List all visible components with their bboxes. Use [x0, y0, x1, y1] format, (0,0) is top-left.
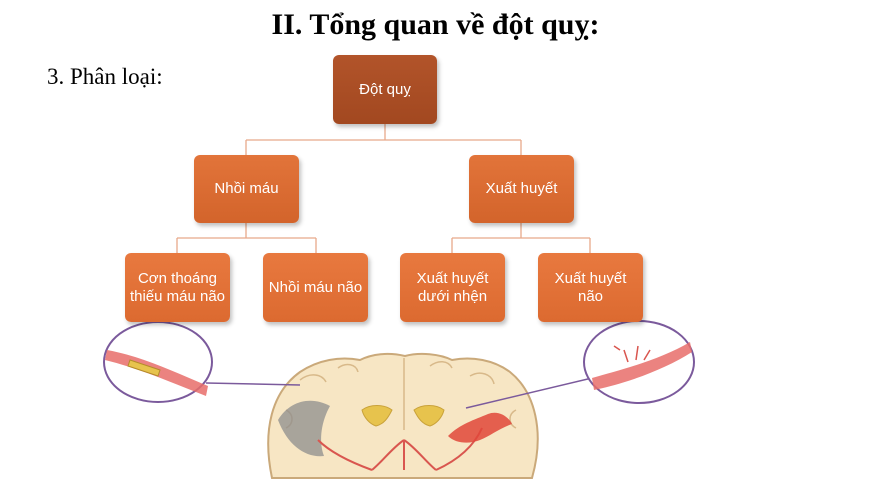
node-ischemic: Nhồi máu [194, 155, 299, 223]
node-cerebral-infarction-label: Nhồi máu não [268, 278, 363, 296]
node-subarachnoid-hemorrhage: Xuất huyết dưới nhện [400, 253, 505, 322]
connector-root [245, 124, 522, 155]
connector-right [451, 222, 591, 253]
node-hemorrhagic-label: Xuất huyết [485, 180, 558, 197]
node-stroke: Đột quỵ [333, 55, 437, 124]
arteries [317, 427, 483, 471]
node-hemorrhagic: Xuất huyết [469, 155, 574, 223]
tree-connectors [176, 124, 591, 253]
rupture-marks [613, 345, 651, 363]
node-ischemic-label: Nhồi máu [214, 180, 279, 197]
connector-left [176, 222, 317, 253]
slide-subtitle: 3. Phân loại: [47, 64, 163, 89]
node-subarachnoid-hemorrhage-label: Xuất huyết dưới nhện [416, 269, 489, 305]
ischemic-region [278, 400, 330, 457]
slide-title: II. Tổng quan về đột quỵ: [271, 8, 600, 41]
ventricle [361, 405, 445, 427]
node-tia-label: Cơn thoáng thiếu máu não [129, 269, 226, 305]
vessel-right [592, 342, 692, 390]
brain-illustration [267, 352, 539, 479]
node-intracerebral-hemorrhage-label: Xuất huyết não [554, 269, 627, 305]
clot [127, 359, 161, 377]
node-intracerebral-hemorrhage: Xuất huyết não [538, 253, 643, 322]
magnifier-left [103, 321, 301, 403]
node-stroke-label: Đột quỵ [359, 80, 411, 98]
node-tia: Cơn thoáng thiếu máu não [125, 253, 230, 322]
magnifier-right [465, 320, 695, 409]
node-cerebral-infarction: Nhồi máu não [263, 253, 368, 322]
hemorrhage-region [448, 412, 512, 443]
